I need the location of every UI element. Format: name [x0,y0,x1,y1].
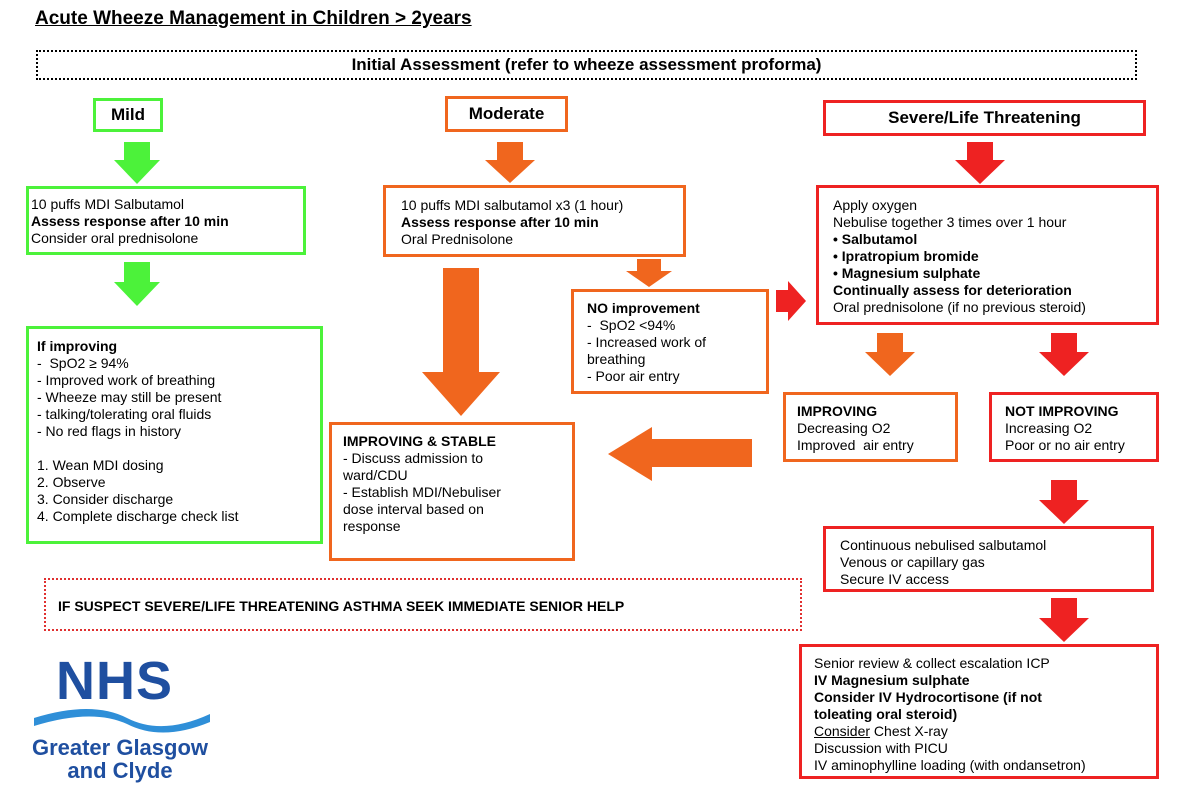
list-item: - Discuss admission to [343,450,484,466]
list-item: 3. Consider discharge [37,491,174,507]
nhs-board-line: and Clyde [67,758,173,783]
severe-treatment-line: Nebulise together 3 times over 1 hour [833,214,1067,230]
chest-xray-text: Chest X-ray [870,723,948,739]
severe-treatment-box: Apply oxygen Nebulise together 3 times o… [816,185,1159,325]
list-item: 4. Complete discharge check list [37,508,239,524]
list-item: breathing [587,351,646,367]
list-item: Continuous nebulised salbutamol [840,537,1047,553]
arrow-down-severe-1 [955,142,1005,184]
list-item: IV aminophylline loading (with ondansetr… [814,757,1086,773]
list-item: - No red flags in history [37,423,181,439]
list-item: response [343,518,401,534]
consider-underlined: Consider [814,723,871,739]
list-item: - Establish MDI/Nebuliser [343,484,501,500]
list-item: - SpO2 ≥ 94% [37,355,129,371]
not-improving-heading: NOT IMPROVING [1005,403,1119,419]
severe-treatment-line: Apply oxygen [833,197,918,213]
arrow-down-moderate-1 [485,142,535,183]
list-item: - Wheeze may still be present [37,389,222,405]
severe-steroid-line: Oral prednisolone (if no previous steroi… [833,299,1086,315]
improving-box: IMPROVING Decreasing O2 Improved air ent… [783,392,958,462]
wave-icon [34,709,210,733]
nhs-logo: NHS Greater Glasgow and Clyde [20,650,230,790]
list-item: Secure IV access [840,571,949,587]
continuous-nebulisation-box: Continuous nebulised salbutamol Venous o… [823,526,1154,592]
list-item: - Improved work of breathing [37,372,216,388]
arrow-down-improving [865,333,915,376]
initial-assessment-box: Initial Assessment (refer to wheeze asse… [36,50,1137,80]
moderate-treatment-line: 10 puffs MDI salbutamol x3 (1 hour) [401,197,624,213]
moderate-header: Moderate [445,96,568,132]
list-item: Discussion with PICU [814,740,948,756]
list-item: Senior review & collect escalation ICP [814,655,1050,671]
mild-assess-line: Assess response after 10 min [31,213,229,229]
list-item: Consider IV Hydrocortisone (if not [814,689,1042,705]
arrow-down-severe-4 [1039,598,1089,642]
arrow-down-mild-1 [114,142,160,184]
list-item: Consider Chest X-ray [814,723,1156,740]
improving-stable-heading: IMPROVING & STABLE [343,433,496,449]
severe-header: Severe/Life Threatening [823,100,1146,136]
page-title: Acute Wheeze Management in Children > 2y… [35,8,472,29]
list-item: Decreasing O2 [797,420,891,436]
nhs-logo-text: NHS [56,651,174,711]
mild-treatment-line: 10 puffs MDI Salbutamol [31,196,185,212]
moderate-treatment-box: 10 puffs MDI salbutamol x3 (1 hour) Asse… [383,185,686,257]
mild-improving-heading: If improving [37,338,118,354]
improving-heading: IMPROVING [797,403,878,419]
no-improvement-box: NO improvement - SpO2 <94% - Increased w… [571,289,769,394]
list-item: - Increased work of [587,334,707,350]
list-item: Increasing O2 [1005,420,1093,436]
list-item: - SpO2 <94% [587,317,676,333]
no-improvement-heading: NO improvement [587,300,700,316]
list-item: dose interval based on [343,501,484,517]
arrow-down-moderate-3 [626,259,672,287]
arrow-left-to-stable [608,427,752,481]
nhs-board-line: Greater Glasgow [31,735,209,760]
nhs-board-name: Greater Glasgow and Clyde [20,736,220,782]
mild-header: Mild [93,98,163,132]
arrow-right-to-severe [776,281,806,321]
list-item: Improved air entry [797,437,914,453]
list-item: ward/CDU [343,467,408,483]
list-item: 2. Observe [37,474,106,490]
list-item: toleating oral steroid) [814,706,958,722]
not-improving-box: NOT IMPROVING Increasing O2 Poor or no a… [989,392,1159,462]
moderate-treatment-line: Oral Prednisolone [401,231,514,247]
mild-treatment-line: Consider oral prednisolone [31,230,199,246]
list-item: IV Magnesium sulphate [814,672,970,688]
arrow-down-not-improving [1039,333,1089,376]
severe-assess-line: Continually assess for deterioration [833,282,1072,298]
mild-treatment-box: 10 puffs MDI Salbutamol Assess response … [26,186,306,255]
arrow-down-mild-2 [114,262,160,306]
senior-help-warning: IF SUSPECT SEVERE/LIFE THREATENING ASTHM… [44,578,802,631]
senior-review-box: Senior review & collect escalation ICP I… [799,644,1159,779]
list-item: - talking/tolerating oral fluids [37,406,212,422]
list-item: Venous or capillary gas [840,554,985,570]
improving-stable-box: IMPROVING & STABLE - Discuss admission t… [329,422,575,561]
list-item: • Magnesium sulphate [833,265,981,281]
mild-improving-box: If improving - SpO2 ≥ 94% - Improved wor… [26,326,323,544]
arrow-down-severe-3 [1039,480,1089,524]
arrow-down-moderate-2 [422,268,500,416]
list-item: • Ipratropium bromide [833,248,979,264]
list-item: - Poor air entry [587,368,680,384]
list-item: 1. Wean MDI dosing [37,457,164,473]
list-item: • Salbutamol [833,231,918,247]
list-item: Poor or no air entry [1005,437,1125,453]
moderate-assess-line: Assess response after 10 min [401,214,599,230]
